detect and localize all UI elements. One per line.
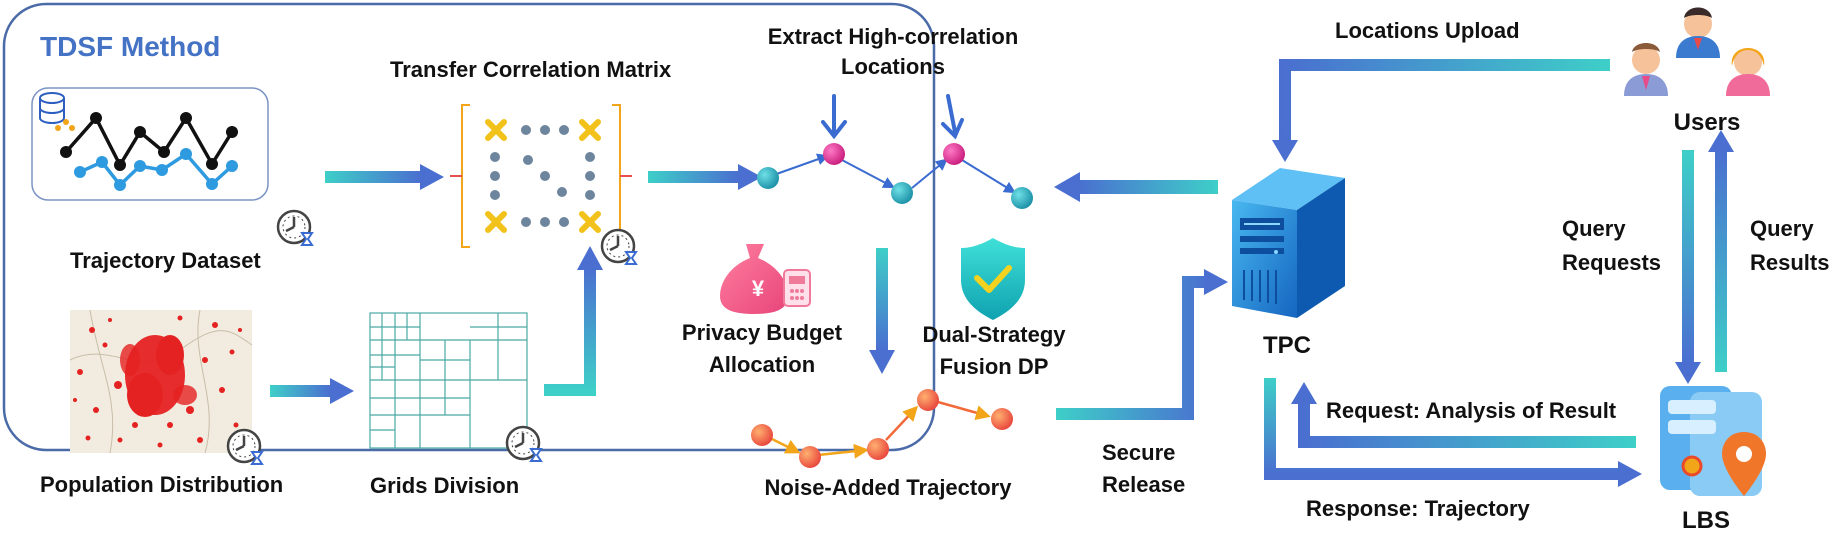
- trajectory-dataset-label: Trajectory Dataset: [70, 248, 261, 273]
- request-analysis-label: Request: Analysis of Result: [1326, 398, 1617, 423]
- trajectory-chart-icon: [60, 112, 238, 191]
- locations-upload-label: Locations Upload: [1335, 18, 1520, 43]
- query-requests-label-line2: Requests: [1562, 250, 1661, 275]
- users-label: Users: [1674, 109, 1741, 136]
- grids-to-matrix-arrow: [544, 268, 596, 396]
- population-distribution-label: Population Distribution: [40, 472, 283, 497]
- user-avatar-male: [1624, 43, 1668, 96]
- trajectory-dataset-panel: [31, 87, 314, 247]
- location-pin-icon: [1722, 432, 1766, 496]
- noise-added-trajectory-icon: [751, 389, 1013, 468]
- users-icon: [1624, 7, 1770, 96]
- query-requests-label-line1: Query: [1562, 216, 1626, 241]
- extract-locations-label-line2: Locations: [841, 54, 945, 79]
- extract-locations-label-line1: Extract High-correlation: [768, 24, 1019, 49]
- query-results-arrow: [1715, 150, 1727, 372]
- tdsf-method-frame: [2, 2, 936, 452]
- response-trajectory-arrow: [1264, 378, 1620, 480]
- dual-strategy-label-line2: Fusion DP: [940, 354, 1049, 379]
- locations-upload-arrow: [1279, 59, 1610, 140]
- shield-check-icon: [961, 238, 1025, 320]
- secure-release-label-line2: Release: [1102, 472, 1185, 497]
- population-heat-dots: [73, 315, 242, 448]
- lbs-server-icon: [1660, 386, 1766, 496]
- privacy-budget-icon: ¥: [720, 244, 811, 314]
- time-clock-icon: [226, 428, 264, 466]
- secure-release-label-line1: Secure: [1102, 440, 1175, 465]
- grids-division-label: Grids Division: [370, 473, 519, 498]
- correlation-matrix-icon: [450, 104, 638, 266]
- secure-release-arrow: [1056, 276, 1208, 420]
- lbs-label: LBS: [1682, 507, 1730, 533]
- noise-added-trajectory-label: Noise-Added Trajectory: [765, 475, 1013, 500]
- privacy-budget-label-line2: Allocation: [709, 352, 815, 377]
- request-analysis-arrow: [1298, 404, 1636, 448]
- user-avatar-female: [1726, 48, 1770, 96]
- time-clock-icon: [505, 425, 543, 463]
- method-title: TDSF Method: [40, 31, 220, 62]
- currency-symbol: ¥: [752, 276, 765, 301]
- high-correlation-path-icon: [757, 94, 1033, 209]
- tpc-to-method-arrow: [1078, 180, 1218, 194]
- fusion-down-arrow: [876, 248, 888, 350]
- privacy-budget-label-line1: Privacy Budget: [682, 320, 843, 345]
- response-trajectory-label: Response: Trajectory: [1306, 496, 1531, 521]
- tpc-server-icon: [1232, 168, 1345, 318]
- grids-division-icon: [369, 312, 528, 449]
- population-to-grids-arrow: [270, 385, 330, 397]
- time-clock-icon: [600, 228, 638, 266]
- dataset-to-matrix-arrow: [325, 171, 420, 183]
- matrix-to-locations-arrow: [648, 171, 738, 183]
- query-results-label-line2: Results: [1750, 250, 1829, 275]
- query-requests-arrow: [1682, 150, 1694, 362]
- tpc-label: TPC: [1263, 332, 1311, 359]
- query-results-label-line1: Query: [1750, 216, 1814, 241]
- time-clock-icon: [276, 209, 314, 247]
- dual-strategy-label-line1: Dual-Strategy: [922, 322, 1066, 347]
- population-map-icon: [69, 309, 264, 466]
- transfer-correlation-matrix-label: Transfer Correlation Matrix: [390, 57, 672, 82]
- database-icon: [39, 92, 75, 131]
- user-avatar-center: [1676, 7, 1720, 58]
